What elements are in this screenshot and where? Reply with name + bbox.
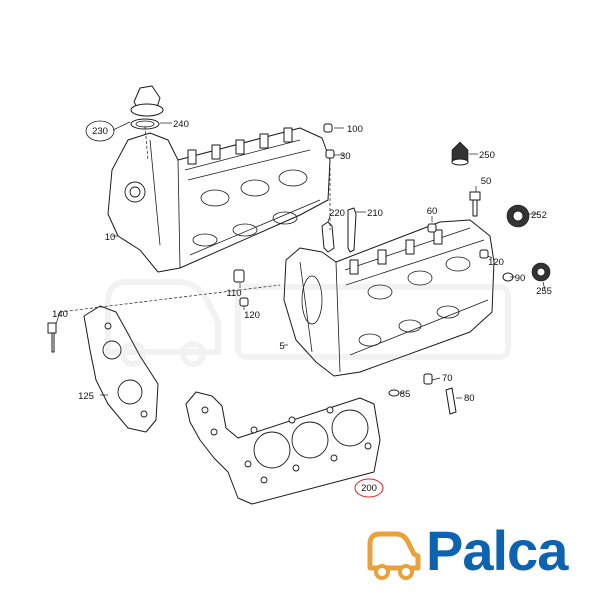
- label-252: 252: [531, 210, 547, 221]
- ring-85: [388, 389, 400, 397]
- label-200: 200: [361, 483, 377, 494]
- cylinder-head-10: [107, 127, 331, 273]
- label-255: 255: [536, 286, 552, 297]
- label-60: 60: [427, 206, 438, 217]
- timing-cover-125: [83, 305, 159, 433]
- label-140: 140: [52, 309, 68, 320]
- dowel-120b: [479, 249, 489, 259]
- label-120b: 120: [488, 257, 504, 268]
- sprocket-255: [531, 262, 551, 282]
- bolt-210: [347, 207, 357, 253]
- label-90: 90: [515, 273, 526, 284]
- dowel-120a: [239, 297, 249, 307]
- label-85: 85: [400, 389, 411, 400]
- van-icon: [367, 531, 421, 580]
- label-120a: 120: [244, 310, 260, 321]
- dowel-70: [423, 373, 433, 385]
- dowel-100: [323, 123, 333, 133]
- sprocket-252: [506, 204, 530, 228]
- stud-80: [445, 387, 457, 415]
- bolt-140: [47, 322, 57, 353]
- cylinder-head-5: [283, 219, 495, 377]
- bolt-50: [469, 191, 481, 217]
- label-240: 240: [173, 119, 189, 130]
- label-30: 30: [340, 151, 351, 162]
- label-230: 230: [92, 126, 108, 137]
- label-80: 80: [464, 393, 475, 404]
- dowel-30: [325, 149, 335, 159]
- oil-filler-cap: [130, 85, 164, 117]
- brand-logo: Palca: [366, 519, 580, 590]
- label-210: 210: [367, 208, 383, 219]
- label-5: 5: [279, 341, 284, 352]
- label-70: 70: [442, 373, 453, 384]
- bolt-220: [321, 221, 335, 253]
- dowel-60: [427, 223, 437, 233]
- label-250: 250: [479, 150, 495, 161]
- label-50: 50: [481, 176, 492, 187]
- head-gasket-200: [185, 391, 381, 505]
- label-10: 10: [105, 232, 116, 243]
- callout-circle-230: [85, 120, 115, 142]
- label-125: 125: [78, 391, 94, 402]
- label-100: 100: [347, 124, 363, 135]
- plug-250: [451, 141, 469, 166]
- brand-name: Palca: [426, 519, 568, 582]
- dowel-110: [233, 269, 245, 283]
- label-110: 110: [226, 288, 241, 299]
- label-220: 220: [329, 208, 345, 219]
- highlight-circle-200: [354, 478, 384, 498]
